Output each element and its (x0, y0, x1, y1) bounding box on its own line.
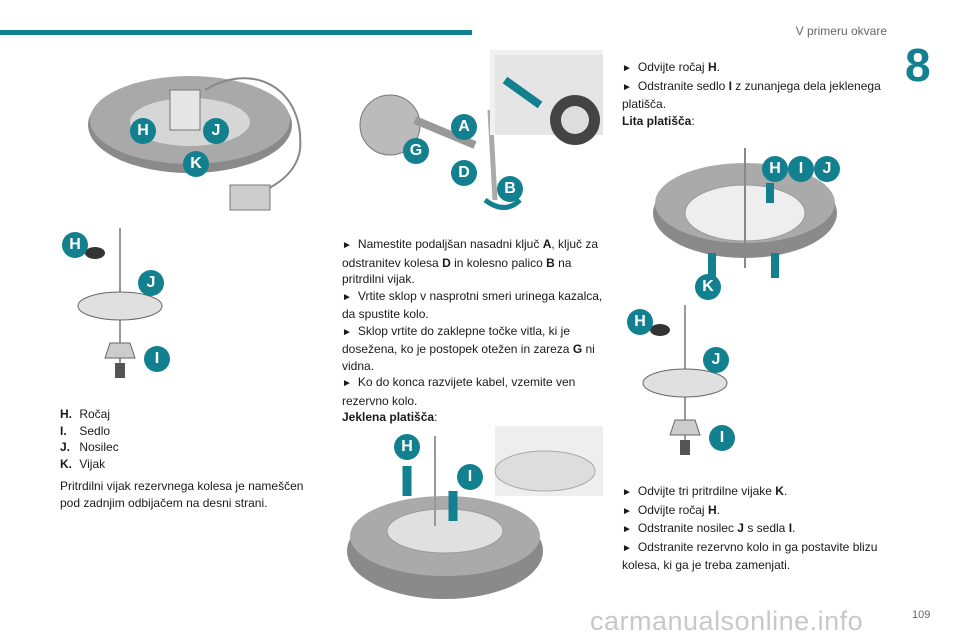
step: ►Odvijte ročaj H. (622, 502, 720, 517)
callout-j: J (138, 270, 164, 296)
watermark: carmanualsonline.info (590, 606, 864, 636)
callout-k: K (183, 151, 209, 177)
step: ►Vrtite sklop v nasprotni smeri urinega … (342, 288, 603, 322)
figure-spare-wheel-winch: H J K (85, 50, 315, 220)
callout-i: I (709, 425, 735, 451)
callout-i: I (788, 156, 814, 182)
callout-g: G (403, 138, 429, 164)
legend-item: J. Nosilec (60, 440, 119, 454)
step: ►Sklop vrtite do zaklepne točke vitla, k… (342, 323, 595, 373)
step: ►Odvijte ročaj H. (622, 60, 720, 74)
callout-d: D (451, 160, 477, 186)
callout-h: H (394, 434, 420, 460)
bullet-icon: ► (622, 542, 632, 554)
figure-exploded-hji-alloy: H J I (625, 305, 745, 465)
callout-a: A (451, 114, 477, 140)
alloy-rim-illustration (653, 148, 837, 278)
bullet-icon: ► (342, 378, 352, 389)
winch-tool-illustration (359, 50, 603, 210)
callout-b: B (497, 176, 523, 202)
callout-j: J (814, 156, 840, 182)
figure-winch-tool: A G D B (345, 50, 603, 222)
bullet-icon: ► (622, 81, 632, 93)
right-instructions-top: ►Odvijte ročaj H. ►Odstranite sedlo I z … (622, 59, 892, 129)
legend-item: H. Ročaj (60, 407, 111, 421)
legend-item: I. Sedlo (60, 423, 111, 438)
bullet-icon: ► (342, 291, 352, 303)
middle-instructions: ►Namestite podaljšan nasadni ključ A, kl… (342, 236, 607, 426)
step: ►Odvijte tri pritrdilne vijake K. (622, 484, 788, 498)
bullet-icon: ► (622, 487, 632, 498)
right-instructions-bottom: ►Odvijte tri pritrdilne vijake K. ►Odvij… (622, 483, 897, 574)
callout-h: H (627, 309, 653, 335)
callout-i: I (144, 346, 170, 372)
callout-j: J (703, 347, 729, 373)
page-number: 109 (912, 609, 931, 621)
bullet-icon: ► (622, 524, 632, 535)
header-bar (0, 30, 472, 35)
steel-rim-illustration (347, 426, 603, 599)
callout-i: I (457, 464, 483, 490)
chapter-number: 8 (905, 39, 931, 91)
exploded-parts-illustration (77, 228, 163, 378)
bullet-icon: ► (342, 326, 352, 338)
mounting-note: Pritrdilni vijak rezervnega kolesa je na… (60, 479, 304, 510)
callout-k: K (695, 274, 721, 300)
step: ►Odstranite sedlo I z zunanjega dela jek… (622, 78, 881, 112)
figure-alloy-rim: H I J K (650, 128, 840, 300)
step: ►Odstranite rezervno kolo in ga postavit… (622, 539, 878, 573)
section-title: V primeru okvare (795, 24, 887, 38)
step: ►Odstranite nosilec J s sedla I. (622, 521, 796, 535)
figure-steel-rim: H I (345, 426, 603, 601)
step: ►Ko do konca razvijete kabel, vzemite ve… (342, 375, 576, 408)
parts-legend: H. Ročaj I. Sedlo J. Nosilec K. Vijak (60, 406, 320, 472)
callout-h: H (762, 156, 788, 182)
bullet-icon: ► (622, 505, 632, 517)
legend-item: K. Vijak (60, 456, 106, 471)
spare-wheel-illustration (88, 76, 302, 211)
callout-j: J (203, 118, 229, 144)
callout-h: H (130, 118, 156, 144)
bullet-icon: ► (342, 240, 352, 251)
subheading: Jeklena platišča: (342, 410, 438, 424)
subheading: Lita platišča: (622, 113, 695, 128)
callout-h: H (62, 232, 88, 258)
step: ►Namestite podaljšan nasadni ključ A, kl… (342, 237, 599, 286)
figure-exploded-hji: H J I (60, 228, 180, 388)
bullet-icon: ► (622, 63, 632, 74)
exploded-parts-illustration (642, 305, 728, 455)
